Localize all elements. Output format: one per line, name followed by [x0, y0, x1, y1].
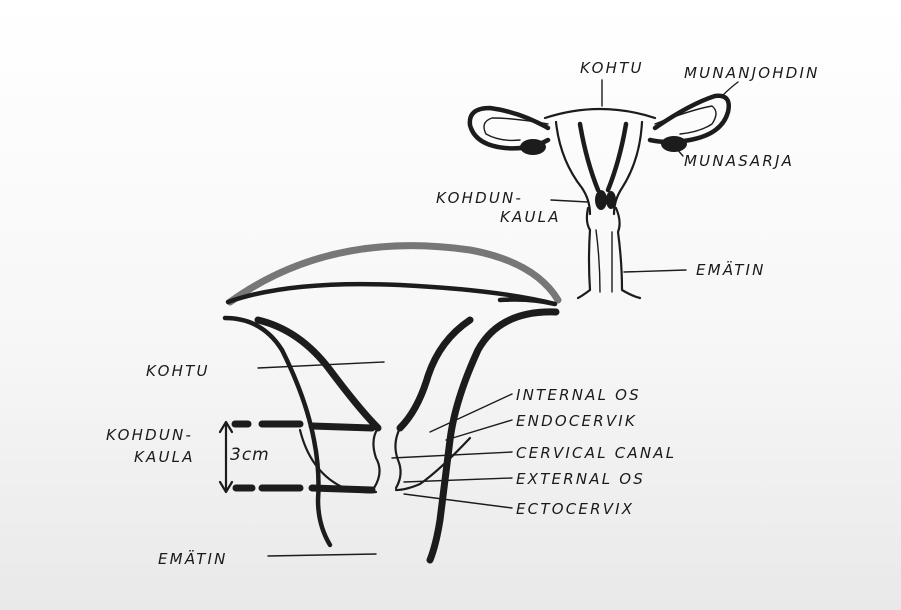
label-big-kaula: KAULA — [134, 448, 195, 466]
label-munanjohdin: MUNANJOHDIN — [684, 64, 820, 82]
label-endocervix: ENDOCERVIK — [516, 412, 637, 430]
label-external-os: EXTERNAL OS — [516, 470, 645, 488]
internal-os-bar — [312, 426, 372, 428]
label-small-ematin: EMÄTIN — [696, 260, 766, 279]
label-small-kohdun: KOHDUN- — [436, 189, 523, 207]
small-cervix — [595, 190, 607, 210]
label-cervical-canal: CERVICAL CANAL — [516, 444, 676, 462]
small-fundus — [545, 109, 655, 118]
label-ectocervix: ECTOCERVIX — [516, 500, 634, 518]
label-munasarja: MUNASARJA — [684, 152, 794, 170]
label-small-kohtu: KOHTU — [580, 59, 644, 77]
label-measure: 3cm — [230, 445, 270, 465]
label-big-kohdun: KOHDUN- — [106, 426, 193, 444]
external-os-bar — [312, 488, 372, 490]
label-big-ematin: EMÄTIN — [158, 549, 228, 568]
small-vagina — [578, 208, 590, 298]
label-small-kaula: KAULA — [500, 208, 561, 226]
label-internal-os: INTERNAL OS — [516, 386, 641, 404]
large-left-inner-wall — [258, 320, 378, 428]
small-right-tube — [650, 96, 729, 142]
small-left-ovary — [520, 139, 546, 155]
large-right-outer-wall — [430, 312, 556, 560]
large-cervix-diagram — [220, 246, 558, 560]
large-right-inner-wall — [400, 320, 470, 428]
small-right-ovary — [661, 136, 687, 152]
cervical-canal-left — [373, 428, 379, 488]
label-big-kohtu: KOHTU — [146, 362, 210, 380]
